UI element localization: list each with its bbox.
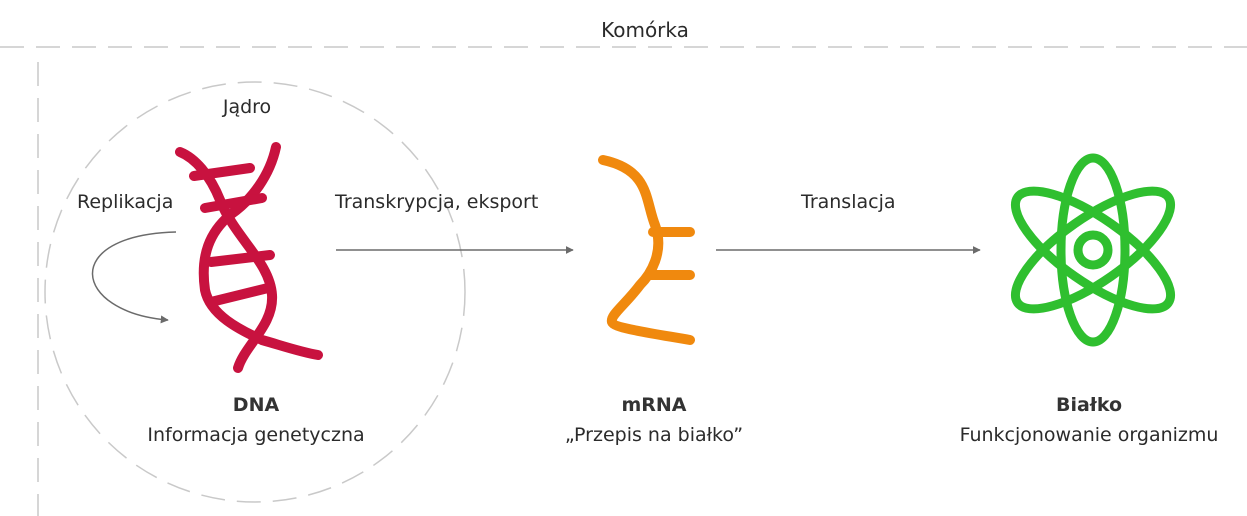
cell-label: Komórka — [601, 18, 689, 42]
replication-label: Replikacja — [77, 191, 174, 213]
mrna-title: mRNA — [621, 394, 687, 416]
protein-subtitle: Funkcjonowanie organizmu — [959, 424, 1219, 446]
dna-title: DNA — [232, 394, 280, 416]
nucleus-label: Jądro — [222, 96, 272, 118]
dna-subtitle: Informacja genetyczna — [147, 424, 365, 446]
dna-helix-icon — [175, 142, 323, 373]
translation-label: Translacja — [801, 191, 896, 213]
protein-atom-icon — [1010, 153, 1176, 347]
transcription-label: Transkrypcja, eksport — [335, 191, 539, 213]
nucleus-boundary — [44, 81, 466, 503]
replication-arrow — [91, 231, 177, 324]
mrna-strand-icon — [598, 155, 695, 345]
mrna-subtitle: „Przepis na białko” — [564, 424, 744, 446]
protein-title: Białko — [1055, 394, 1123, 416]
